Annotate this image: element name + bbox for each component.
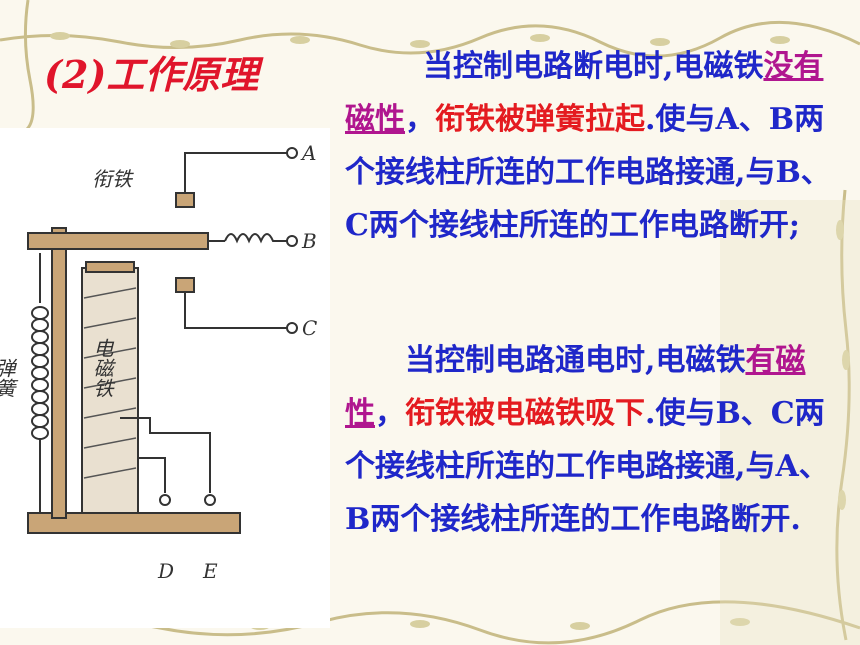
page-title: (2)工作原理: [44, 52, 259, 97]
paragraph-power-off: 当控制电路断电时,电磁铁没有磁性，衔铁被弹簧拉起.使与A、B两个接线柱所连的工作…: [345, 40, 835, 252]
relay-diagram: 衔铁 A B C D E 弹簧 电磁铁: [0, 128, 330, 628]
p2-key-phrase: 有磁性: [345, 343, 806, 431]
p1-key-phrase: 没有磁性: [345, 49, 824, 137]
terminal-e-post: [204, 494, 216, 506]
p1-emphasis: 衔铁被弹簧拉起: [435, 102, 645, 137]
electromagnet-coil: [81, 267, 139, 514]
terminal-a-label: A: [300, 141, 316, 165]
paragraph-power-on: 当控制电路通电时,电磁铁有磁性，衔铁被电磁铁吸下.使与B、C两个接线柱所连的工作…: [345, 334, 835, 546]
terminal-c-label: C: [302, 316, 317, 340]
armature-bar: [27, 232, 209, 250]
p1-rest: .使与A、B两个接线柱所连的工作电路接通,与B、C两个接线柱所连的工作电路断开;: [345, 102, 831, 243]
electromagnet-label: 电磁铁: [90, 338, 114, 398]
p2-rest: .使与B、C两个接线柱所连的工作电路接通,与A、B两个接线柱所连的工作电路断开.: [345, 396, 829, 537]
contact-lower: [175, 277, 195, 293]
terminal-e-label: E: [202, 559, 218, 583]
p1-comma: ，: [405, 102, 435, 137]
spring-label: 弹簧: [0, 358, 16, 398]
terminal-b-post: [286, 235, 298, 247]
p2-comma: ，: [375, 396, 405, 431]
p2-lead: 当控制电路通电时,电磁铁: [405, 343, 746, 378]
p1-lead: 当控制电路断电时,电磁铁: [423, 49, 764, 84]
terminal-b-label: B: [301, 229, 317, 253]
contact-upper: [175, 192, 195, 208]
terminal-a-post: [286, 147, 298, 159]
armature-post: [51, 227, 67, 519]
terminal-c-post: [286, 322, 298, 334]
terminal-d-post: [159, 494, 171, 506]
p2-emphasis: 衔铁被电磁铁吸下: [405, 396, 645, 431]
armature-label: 衔铁: [92, 167, 134, 191]
terminal-d-label: D: [157, 559, 174, 583]
spring-coil: [31, 253, 49, 513]
